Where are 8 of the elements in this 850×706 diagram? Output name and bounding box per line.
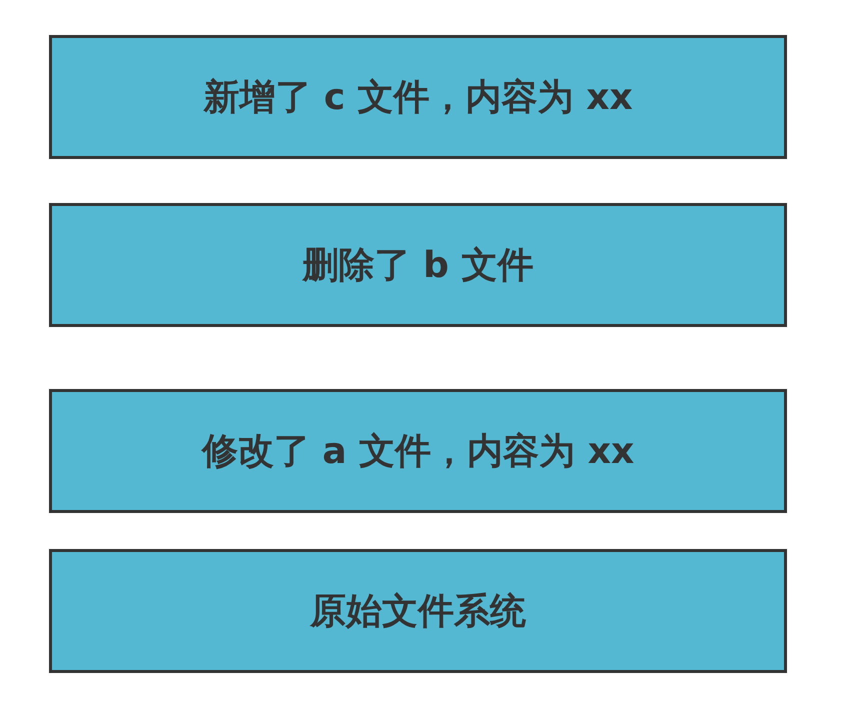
box-label: 修改了 a 文件，内容为 xx xyxy=(202,430,634,474)
box-label: 删除了 b 文件 xyxy=(302,244,534,288)
layer-box xyxy=(49,549,787,673)
layer-box xyxy=(49,203,787,327)
box-label: 原始文件系统 xyxy=(310,590,526,634)
layer-box xyxy=(49,35,787,159)
layer-box xyxy=(49,389,787,513)
box-label: 新增了 c 文件，内容为 xx xyxy=(203,76,633,120)
